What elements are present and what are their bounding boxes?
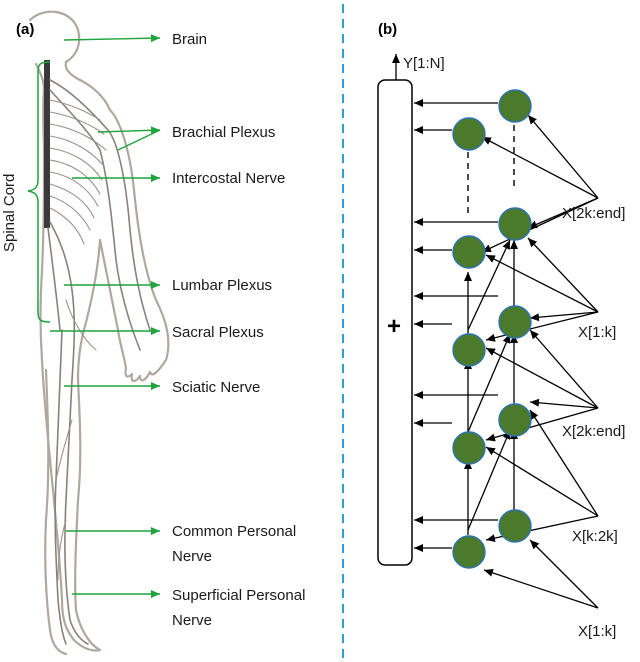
node-r5 [498,509,532,543]
neuron-nodes [452,89,532,569]
label-superficial-personal-2: Nerve [172,612,212,629]
node-r4 [498,403,532,437]
input-label-bottom: X[1:k] [578,623,616,640]
label-common-personal-2: Nerve [172,548,212,565]
summation-symbol: + [387,313,401,340]
input-label-top: X[2k:end] [562,205,625,222]
spinal-cord-label: Spinal Cord [1,174,18,252]
input-label-third: X[2k:end] [562,423,625,440]
label-lumbar-plexus: Lumbar Plexus [172,277,272,294]
nerve-network [47,79,151,645]
input-label-fourth: X[k:2k] [572,528,618,545]
node-l2 [452,235,486,269]
node-l1 [452,117,486,151]
node-l4 [452,431,486,465]
body-silhouette [28,10,170,656]
panel-b-tag: (b) [378,21,397,38]
node-to-sum-arrows [414,99,498,552]
pointer-arrows [50,34,160,598]
node-l3 [452,333,486,367]
output-label: Y[1:N] [403,55,445,72]
label-intercostal-nerve: Intercostal Nerve [172,170,285,187]
node-r2 [498,207,532,241]
label-brachial-plexus: Brachial Plexus [172,124,275,141]
input-edges [464,114,599,609]
label-sciatic-nerve: Sciatic Nerve [172,379,260,396]
label-sacral-plexus: Sacral Plexus [172,324,264,341]
summation-box [377,79,413,566]
input-label-second: X[1:k] [578,324,616,341]
label-common-personal-1: Common Personal [172,523,296,540]
spinal-cord-bar [44,60,50,228]
spinal-cord-brace [27,61,51,323]
node-r3 [498,305,532,339]
label-superficial-personal-1: Superficial Personal [172,587,305,604]
panel-a-tag: (a) [16,21,34,38]
node-r1 [498,89,532,123]
node-l5 [452,535,486,569]
label-brain: Brain [172,31,207,48]
